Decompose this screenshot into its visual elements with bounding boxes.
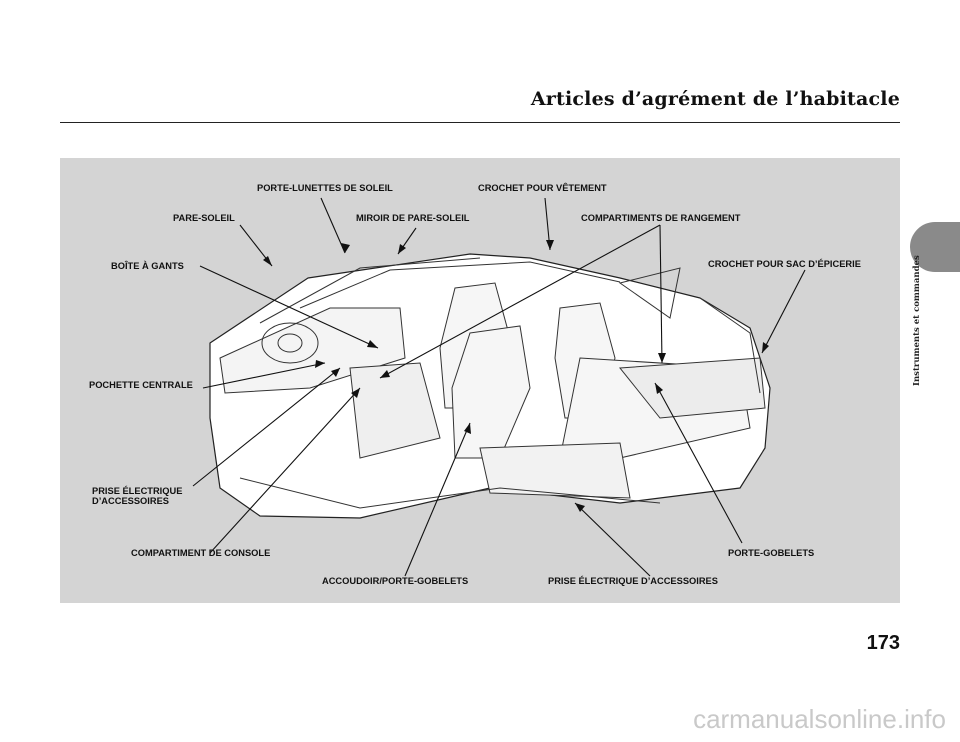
- section-tab: [910, 222, 960, 272]
- label-prise-arriere: PRISE ÉLECTRIQUE D’ACCESSOIRES: [548, 576, 718, 586]
- page-number: 173: [866, 632, 900, 654]
- label-boite-gants: BOÎTE À GANTS: [111, 261, 184, 271]
- car-interior-illustration: [192, 197, 806, 577]
- label-prise-avant-line1: PRISE ÉLECTRIQUE: [92, 486, 183, 496]
- label-crochet-sac: CROCHET POUR SAC D’ÉPICERIE: [708, 259, 861, 269]
- section-label: Instruments et commandes: [912, 255, 922, 386]
- watermark: carmanualsonline.info: [693, 704, 946, 734]
- interior-figure: PORTE-LUNETTES DE SOLEIL CROCHET POUR VÊ…: [60, 158, 900, 603]
- label-porte-lunettes: PORTE-LUNETTES DE SOLEIL: [257, 183, 393, 193]
- page-title: Articles d’agrément de l’habitacle: [530, 88, 900, 110]
- label-crochet-vetement: CROCHET POUR VÊTEMENT: [478, 183, 607, 193]
- label-pare-soleil: PARE-SOLEIL: [173, 213, 235, 223]
- label-porte-gobelets: PORTE-GOBELETS: [728, 548, 815, 558]
- label-miroir: MIROIR DE PARE-SOLEIL: [356, 213, 470, 223]
- label-prise-avant-line2: D’ACCESSOIRES: [92, 496, 169, 506]
- label-compartiments-rangement: COMPARTIMENTS DE RANGEMENT: [581, 213, 741, 223]
- label-prise-avant: PRISE ÉLECTRIQUE D’ACCESSOIRES: [92, 486, 182, 506]
- label-compartiment-console: COMPARTIMENT DE CONSOLE: [131, 548, 271, 558]
- header-rule: [60, 122, 900, 123]
- label-pochette: POCHETTE CENTRALE: [89, 380, 193, 390]
- label-accoudoir: ACCOUDOIR/PORTE-GOBELETS: [322, 576, 469, 586]
